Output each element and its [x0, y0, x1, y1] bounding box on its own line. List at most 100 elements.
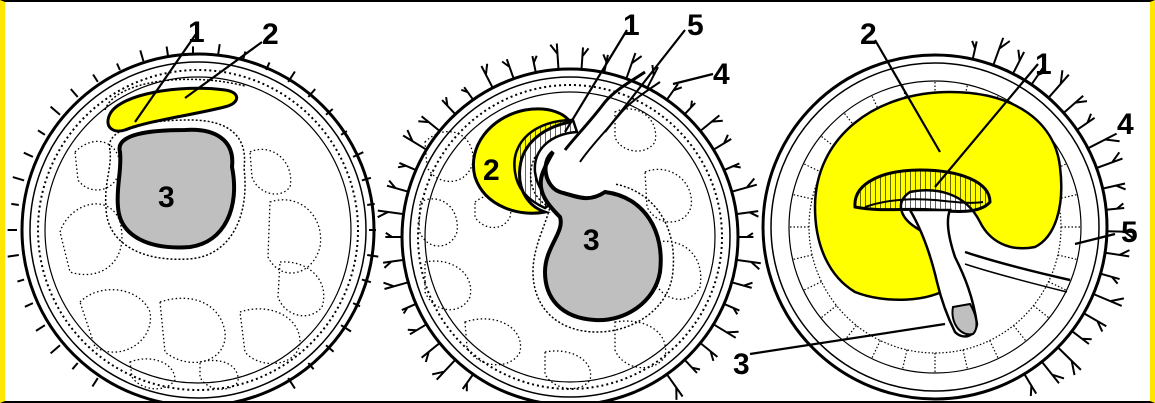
- stage-3-label-2: 2: [860, 18, 877, 51]
- villus: [432, 360, 455, 380]
- villus: [463, 374, 473, 391]
- villus: [418, 116, 439, 131]
- villus: [402, 304, 416, 314]
- villus: [11, 204, 18, 205]
- wall-cell-divider: [963, 350, 968, 370]
- villus: [367, 204, 375, 205]
- villus: [71, 89, 78, 97]
- stage-2-embryo: 1 5 4 2 3: [378, 9, 761, 401]
- villus: [398, 163, 416, 170]
- stage-2-label-4: 4: [713, 58, 730, 91]
- stage-3-label-5: 5: [1121, 216, 1138, 249]
- stage-1-label-1: 1: [188, 16, 205, 49]
- villus: [993, 38, 1010, 65]
- villus: [51, 107, 60, 115]
- wall-cell-divider: [990, 341, 999, 359]
- villus: [367, 255, 378, 257]
- villus: [38, 130, 45, 134]
- villus: [714, 135, 732, 150]
- stage-2-label-5: 5: [687, 9, 704, 42]
- villus: [17, 280, 24, 282]
- villus: [383, 260, 404, 268]
- villus: [1097, 152, 1123, 168]
- stage-2-pointers: [565, 30, 713, 132]
- villus: [442, 97, 455, 114]
- villus: [738, 233, 753, 237]
- stage-1-label-2: 2: [262, 18, 279, 51]
- stage-3-embryo: 2 1 4 5 3: [733, 18, 1138, 399]
- villus: [972, 41, 977, 59]
- villus: [667, 374, 683, 400]
- wall-cell-divider: [1058, 255, 1078, 260]
- stage-3-label-1: 1: [1035, 48, 1052, 81]
- villus: [1101, 274, 1120, 284]
- villus: [362, 178, 371, 181]
- villus: [1042, 362, 1064, 384]
- wall-cell-divider: [1034, 306, 1050, 318]
- villus: [1072, 331, 1092, 344]
- villus: [403, 130, 426, 150]
- villus: [1103, 184, 1126, 190]
- wall-cell-divider: [1014, 326, 1026, 342]
- villus: [1058, 347, 1081, 375]
- stage-2-amniotic-cavity: [541, 152, 661, 320]
- villus: [724, 304, 739, 314]
- wall-cell-divider: [804, 282, 822, 291]
- villus: [736, 211, 758, 217]
- stage-1-label-3: 3: [158, 181, 175, 214]
- villus: [582, 47, 589, 69]
- villus: [1024, 374, 1036, 396]
- villus: [714, 324, 739, 338]
- villus: [1084, 313, 1107, 331]
- villus: [378, 211, 404, 218]
- villus: [732, 282, 753, 288]
- villus: [724, 163, 741, 170]
- villus: [685, 101, 696, 115]
- villus: [1064, 96, 1087, 113]
- villus: [532, 56, 536, 73]
- villus: [685, 360, 700, 373]
- villus: [736, 260, 760, 269]
- villus: [72, 363, 77, 369]
- villus: [117, 64, 120, 70]
- villus: [1105, 250, 1129, 256]
- villus: [422, 343, 440, 362]
- villus: [1106, 203, 1124, 209]
- villus: [408, 324, 427, 334]
- villus: [667, 84, 682, 100]
- villus: [732, 179, 757, 192]
- wall-cell-divider: [821, 306, 837, 318]
- villus: [700, 115, 723, 131]
- stage-2-label-3: 3: [583, 224, 600, 257]
- stage-3-label-4: 4: [1117, 108, 1134, 141]
- villus: [481, 64, 492, 88]
- villus: [93, 75, 98, 82]
- stage-2-label-2: 2: [483, 154, 500, 187]
- villus: [550, 44, 558, 70]
- villus: [1077, 114, 1095, 130]
- stage-1-embryo: 1 2 3: [8, 16, 379, 401]
- villus: [384, 282, 409, 289]
- stage-1-amniotic-cavity: [118, 130, 235, 248]
- villus: [1093, 294, 1124, 306]
- villus: [8, 255, 19, 257]
- stage-2-label-1: 1: [623, 9, 640, 42]
- villus: [362, 280, 371, 283]
- villus: [502, 59, 514, 78]
- villus: [24, 153, 33, 157]
- embryo-diagram: 1 2 3: [5, 2, 1150, 401]
- wall-cell-divider: [903, 350, 908, 370]
- villus: [461, 87, 473, 100]
- villus: [1088, 134, 1120, 149]
- villus: [25, 303, 33, 307]
- wall-cell-divider: [793, 195, 813, 200]
- villus: [13, 177, 24, 180]
- villus: [36, 325, 45, 331]
- villus: [51, 345, 60, 353]
- villus: [387, 181, 408, 192]
- villus: [700, 343, 717, 361]
- wall-cell-divider: [872, 341, 881, 359]
- wall-cell-divider: [804, 164, 822, 173]
- villus: [167, 47, 168, 56]
